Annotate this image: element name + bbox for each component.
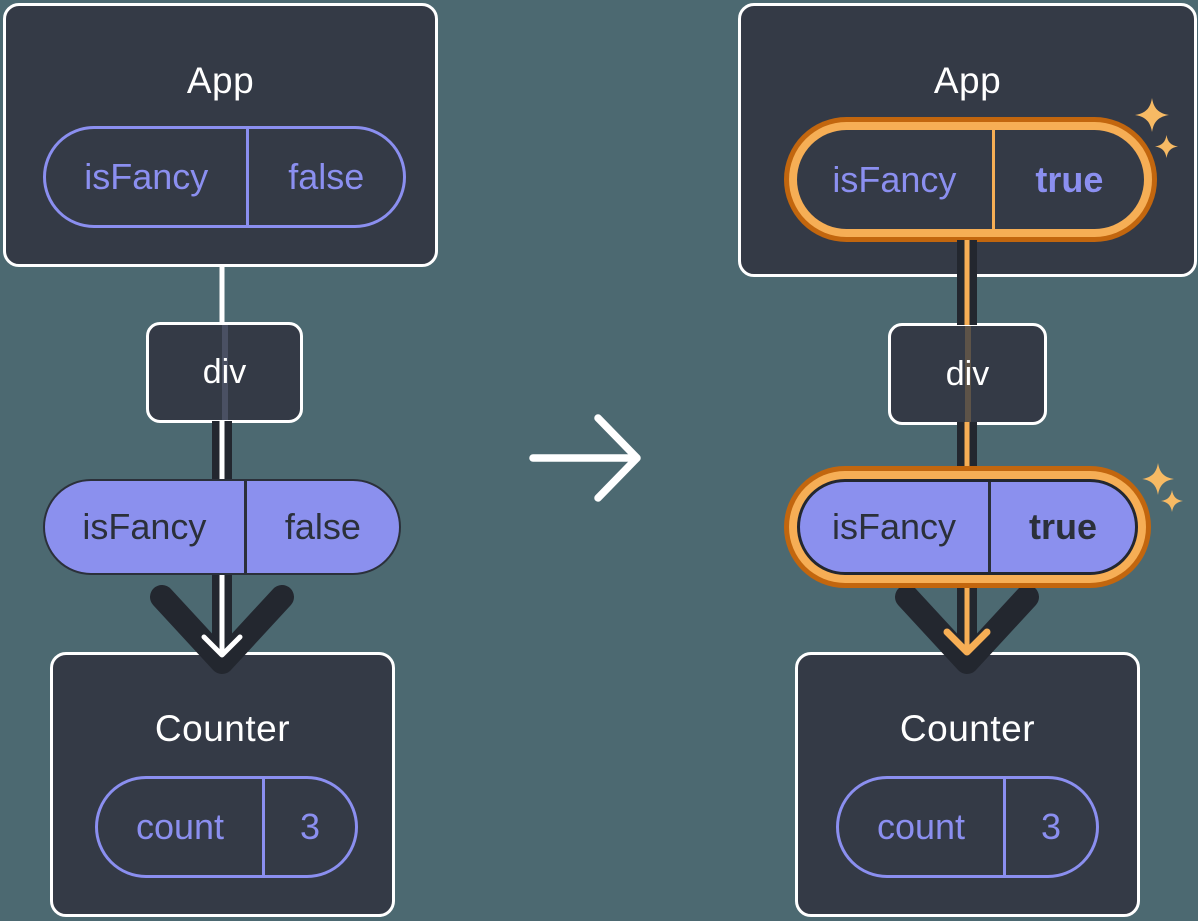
before-app-state-pill: isFancy false (43, 126, 406, 228)
before-prop-pill: isFancy false (43, 479, 401, 575)
component-title: App (186, 60, 255, 101)
flow-stripe (221, 325, 228, 420)
before-app-box: App isFancy false (3, 3, 438, 267)
down-arrowhead-icon (943, 628, 991, 656)
state-value: 3 (300, 806, 321, 847)
sparkle-icon (1161, 490, 1183, 512)
prop-key: isFancy (800, 482, 991, 572)
state-key: isFancy (46, 129, 250, 225)
after-counter-box: Counter count 3 (795, 652, 1140, 917)
prop-value: false (284, 506, 361, 547)
component-title: App (933, 60, 1002, 101)
after-app-state-pill: isFancy true (797, 130, 1144, 229)
state-key: count (98, 779, 266, 875)
after-prop-pill: isFancy true (797, 479, 1138, 575)
before-div-box: div (146, 322, 303, 423)
state-key: isFancy (797, 130, 995, 229)
after-div-box: div (888, 323, 1047, 425)
component-title: Counter (154, 708, 291, 749)
state-value: true (1035, 158, 1104, 200)
prop-key: isFancy (45, 481, 247, 573)
after-app-box: App isFancy true (738, 3, 1197, 277)
state-value: false (288, 156, 365, 197)
state-key: count (839, 779, 1007, 875)
flow-stripe (964, 326, 971, 422)
before-counter-box: Counter count 3 (50, 652, 395, 917)
prop-value: true (1028, 506, 1097, 547)
before-counter-state-pill: count 3 (95, 776, 358, 878)
div-label: div (202, 353, 247, 391)
div-label: div (945, 354, 990, 393)
after-counter-state-pill: count 3 (836, 776, 1099, 878)
component-title: Counter (899, 708, 1036, 749)
sparkle-icon (1142, 463, 1174, 495)
state-value: 3 (1041, 806, 1062, 847)
